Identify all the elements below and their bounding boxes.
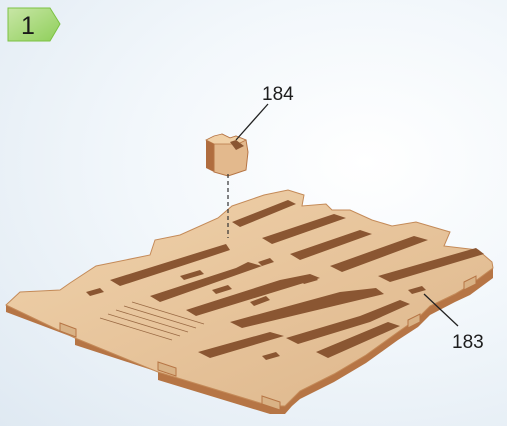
callout-184: 184 bbox=[236, 84, 294, 140]
slotted-base-panel bbox=[6, 190, 493, 414]
step-badge: 1 bbox=[8, 8, 60, 41]
small-block-piece bbox=[206, 134, 248, 176]
block-side bbox=[206, 140, 214, 172]
callout-184-leader bbox=[236, 104, 268, 140]
callout-184-label: 184 bbox=[262, 84, 294, 105]
callout-183-label: 183 bbox=[452, 332, 484, 353]
callout-183: 183 bbox=[424, 294, 484, 353]
step-number: 1 bbox=[21, 12, 35, 40]
